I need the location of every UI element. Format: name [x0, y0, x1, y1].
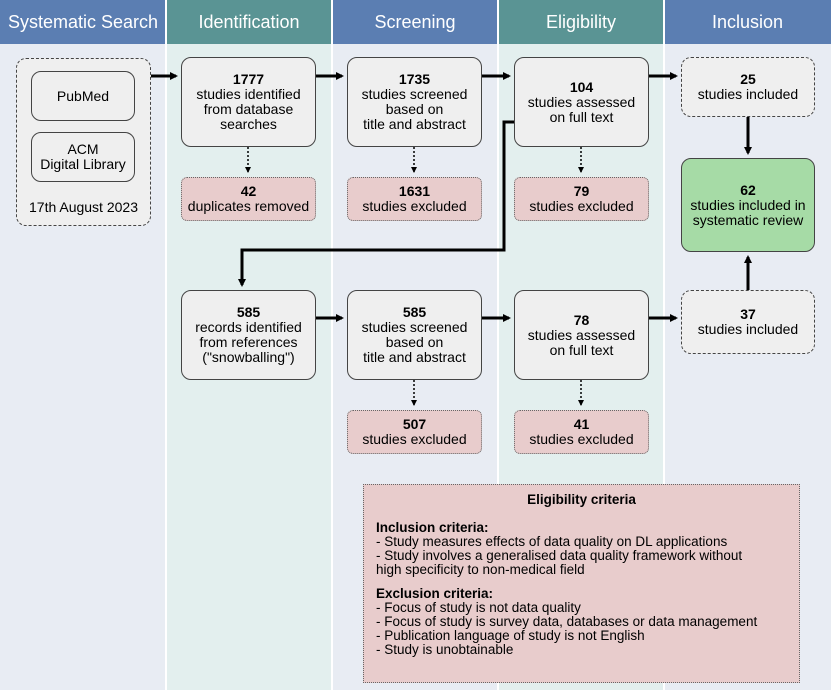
exclusion-title: Exclusion criteria:	[376, 586, 494, 601]
node-assessed-refs: 78 studies assessed on full text	[514, 290, 649, 380]
eligibility-criteria-box: Eligibility criteria Inclusion criteria:…	[363, 484, 800, 683]
search-date: 17th August 2023	[29, 199, 138, 215]
node-assess-excluded-refs: 41 studies excluded	[514, 410, 649, 454]
node-assess-excluded-db: 79 studies excluded	[514, 177, 649, 221]
node-identified-db: 1777 studies identified from database se…	[181, 57, 316, 147]
node-screened-db: 1735 studies screened based on title and…	[347, 57, 482, 147]
node-included-refs: 37 studies included	[681, 290, 815, 354]
node-identified-refs: 585 records identified from references (…	[181, 290, 316, 380]
node-final-included: 62 studies included in systematic review	[681, 158, 815, 252]
node-assessed-db: 104 studies assessed on full text	[514, 57, 649, 147]
inclusion-item: - Study measures effects of data quality…	[376, 534, 728, 549]
column-header: Inclusion	[664, 0, 831, 44]
node-screen-excluded-db: 1631 studies excluded	[347, 177, 482, 221]
column-header: Eligibility	[498, 0, 664, 44]
node-screen-excluded-refs: 507 studies excluded	[347, 410, 482, 454]
exclusion-item: - Focus of study is survey data, databas…	[376, 614, 758, 629]
exclusion-item: - Focus of study is not data quality	[376, 600, 581, 615]
inclusion-item: high specificity to non-medical field	[376, 562, 585, 577]
node-duplicates-removed: 42 duplicates removed	[181, 177, 316, 221]
source-acm: ACM Digital Library	[31, 132, 135, 182]
criteria-title: Eligibility criteria	[527, 492, 636, 507]
exclusion-item: - Study is unobtainable	[376, 642, 514, 657]
exclusion-item: - Publication language of study is not E…	[376, 628, 645, 643]
inclusion-item: - Study involves a generalised data qual…	[376, 548, 743, 563]
inclusion-title: Inclusion criteria:	[376, 520, 489, 535]
node-included-db: 25 studies included	[681, 57, 815, 117]
column-header: Screening	[332, 0, 498, 44]
source-pubmed: PubMed	[31, 71, 135, 121]
node-screened-refs: 585 studies screened based on title and …	[347, 290, 482, 380]
column-header: Identification	[166, 0, 332, 44]
arrow-assessed-to-snowball	[238, 120, 514, 287]
column-header: Systematic Search	[0, 0, 166, 44]
